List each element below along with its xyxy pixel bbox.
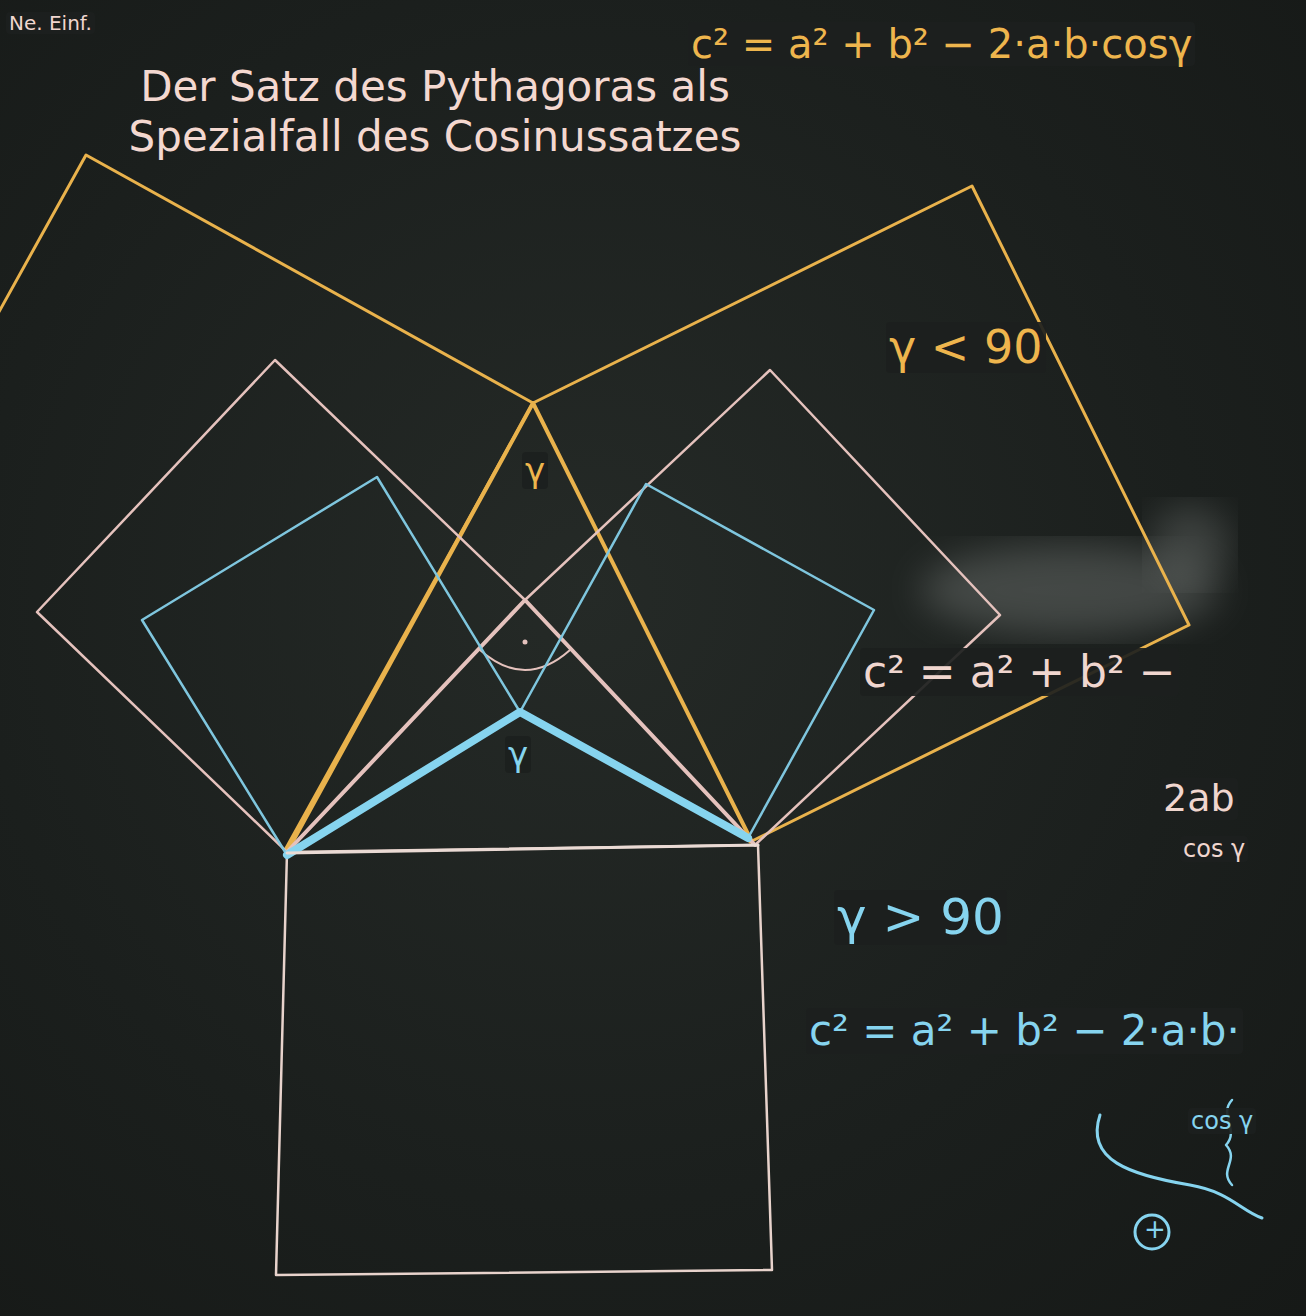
board-title: Der Satz des Pythagoras als Spezialfall … <box>95 62 775 163</box>
angle-condition: γ > 90 <box>834 890 1007 945</box>
sign-mark: + <box>1141 1215 1169 1244</box>
formula-part: cos γ <box>1188 1108 1256 1134</box>
angle-label: γ <box>505 736 531 773</box>
class-note: Ne. Einf. <box>6 12 95 34</box>
angle-label: γ <box>522 452 548 489</box>
formula-part: 2ab <box>1160 778 1238 820</box>
cosine-law-formula: c² = a² + b² − 2·a·b·cosγ <box>688 22 1195 66</box>
formula-part: cos γ <box>1180 836 1248 862</box>
formula-part: c² = a² + b² − <box>860 648 1179 696</box>
angle-condition: γ < 90 <box>886 322 1046 373</box>
formula-part: c² = a² + b² − 2·a·b· <box>806 1008 1243 1054</box>
